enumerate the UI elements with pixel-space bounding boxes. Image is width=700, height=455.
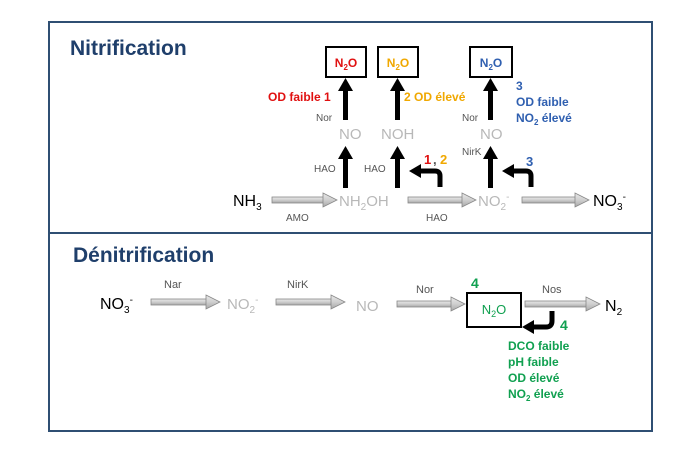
condition-4-line3: OD élevé (508, 371, 560, 385)
enzyme-amo: AMO (286, 213, 309, 224)
hook-arrow-4 (522, 311, 555, 334)
enzyme-nar: Nar (164, 279, 182, 291)
enzyme-hao-bottom: HAO (426, 213, 448, 224)
pathway-label-4-top: 4 (471, 275, 479, 291)
condition-4-line1: DCO faible (508, 339, 570, 353)
n2o-box-2 (377, 46, 419, 78)
condition-3-number: 3 (516, 79, 523, 93)
pathway-label-1: 1 (424, 152, 431, 167)
species-no-right: NO (480, 126, 503, 143)
arrow-noh-to-n2o-2 (390, 78, 405, 120)
hook-arrow-1-2 (409, 164, 443, 187)
enzyme-nor-right: Nor (462, 113, 479, 124)
enzyme-nos: Nos (542, 284, 562, 296)
condition-4-line4: NO2 élevé (508, 387, 564, 403)
n2o-box-denitrif (466, 292, 522, 328)
condition-3-line2: NO2 élevé (516, 111, 572, 127)
denitrification-frame (48, 232, 653, 432)
species-nh3: NH3 (233, 193, 262, 213)
n2o-box-3 (469, 46, 513, 78)
arrow-no2-to-no (275, 294, 346, 310)
pathway-label-4-side: 4 (560, 317, 568, 333)
condition-3-line1: OD faible (516, 95, 569, 109)
enzyme-nirk-denitrif: NirK (287, 279, 309, 291)
arrow-no3-to-no2 (150, 294, 221, 310)
arrow-nh3-to-nh2oh (271, 192, 338, 208)
pathway-label-2: 2 (440, 152, 447, 167)
arrow-nh2oh-to-noh (390, 146, 405, 188)
enzyme-nirk-nitrif: NirK (462, 147, 482, 158)
n2o-box-1 (325, 46, 367, 78)
species-noh: NOH (381, 126, 414, 143)
pathway-label-3: 3 (526, 154, 533, 169)
arrow-no-to-n2o-3 (483, 78, 498, 120)
condition-2: 2 OD élevé (404, 90, 466, 104)
arrow-no-to-n2o (396, 296, 466, 312)
n2o-label-3: N2O (480, 56, 502, 72)
condition-1: OD faible 1 (268, 90, 331, 104)
arrow-no-to-n2o-1 (338, 78, 353, 120)
species-n2o-denitrif: N2O (482, 302, 507, 319)
n2o-label-2: N2O (387, 56, 409, 72)
nitrification-title: Nitrification (70, 37, 187, 60)
species-nh2oh: NH2OH (339, 193, 389, 213)
n2o-label-1: N2O (335, 56, 357, 72)
pathway-label-comma: , (433, 152, 437, 167)
species-no-left: NO (339, 126, 362, 143)
arrow-no2-to-no3 (521, 192, 590, 208)
condition-4-line2: pH faible (508, 355, 559, 369)
arrow-nh2oh-to-no (338, 146, 353, 188)
enzyme-hao-mid: HAO (364, 164, 386, 175)
species-no-denitrif: NO (356, 298, 379, 315)
arrow-n2o-to-n2 (524, 296, 601, 312)
hook-arrow-3 (502, 164, 534, 187)
enzyme-hao-left: HAO (314, 164, 336, 175)
arrow-nh2oh-to-no2 (407, 192, 477, 208)
enzyme-nor-denitrif: Nor (416, 284, 434, 296)
denitrification-title: Dénitrification (73, 244, 214, 267)
arrow-no2-to-no (483, 146, 498, 188)
enzyme-nor-left: Nor (316, 113, 333, 124)
